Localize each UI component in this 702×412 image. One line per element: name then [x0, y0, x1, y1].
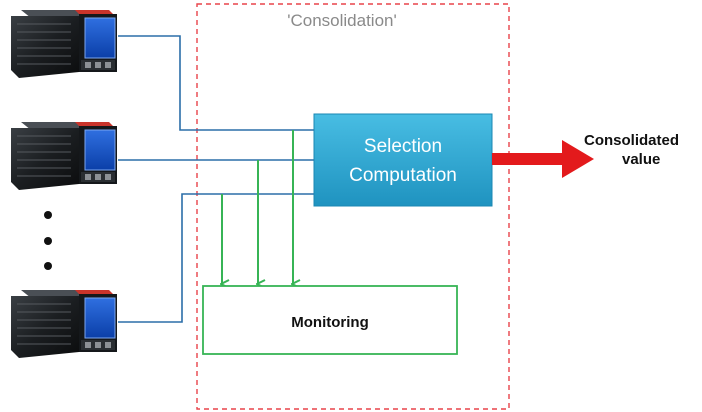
monitoring-connections [222, 130, 293, 284]
input-connections [118, 35, 314, 323]
computer-unit-2-icon [10, 121, 118, 190]
input-line-1 [118, 35, 314, 131]
consolidation-group-label: 'Consolidation' [287, 11, 397, 30]
output-arrow-icon [492, 140, 594, 178]
computer-unit-1-icon [10, 9, 118, 78]
monitoring-box: Monitoring [202, 285, 458, 355]
monitoring-label: Monitoring [291, 314, 368, 331]
selection-label: Selection [364, 136, 442, 157]
output-label-line2: value [622, 151, 660, 168]
consolidation-group-border [196, 3, 510, 410]
input-line-n [118, 193, 314, 323]
computation-label: Computation [349, 165, 457, 186]
vertical-dots-icon [44, 211, 52, 270]
output-label-line1: Consolidated [584, 132, 679, 149]
selection-computation-box: Selection Computation [313, 113, 493, 207]
computer-unit-n-icon [10, 289, 118, 358]
